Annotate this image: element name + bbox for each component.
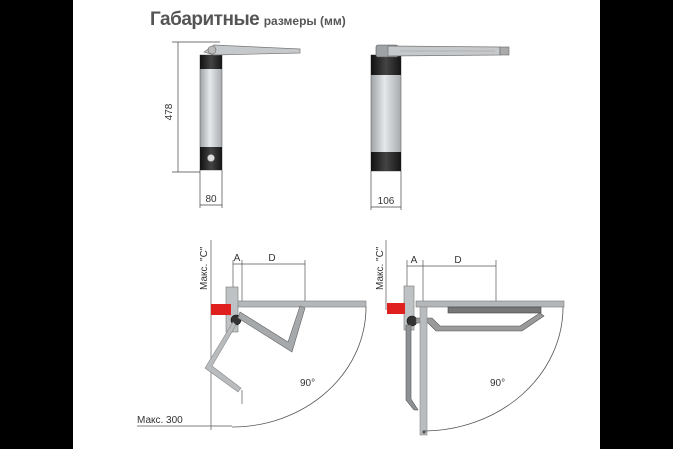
label-d-left: D — [268, 253, 275, 264]
swing-arc-left — [231, 306, 367, 428]
width-label: 80 — [205, 194, 217, 205]
max-300-label: Макс. 300 — [137, 415, 183, 426]
angle-right: 90° — [490, 378, 505, 389]
drawing-sheet — [73, 0, 600, 449]
page-title: Габаритные размеры (мм) — [150, 9, 346, 31]
gate-open-right — [419, 306, 428, 436]
actuator-top-cap — [200, 55, 222, 69]
arm-open — [204, 321, 242, 393]
arm-closed-right — [415, 312, 545, 332]
lock-icon — [207, 154, 215, 162]
label-a-right: A — [411, 255, 418, 266]
side-view: 106 — [370, 44, 510, 210]
red-mount-right — [387, 303, 405, 314]
label-d-right: D — [454, 255, 461, 266]
max-c-left: Макс. "C" — [199, 246, 210, 290]
gate-leaf — [231, 300, 367, 308]
install-diagram-left: A D Макс. "C" 90° Макс. 300 — [137, 240, 367, 430]
label-a-left: A — [234, 253, 241, 264]
max-c-right: Макс. "C" — [375, 246, 386, 290]
swing-arc-right — [423, 306, 564, 432]
side-width-label: 106 — [378, 196, 395, 207]
front-view: 478 80 — [164, 41, 301, 208]
actuator-arm — [203, 44, 301, 56]
red-mount — [211, 304, 231, 315]
title-main: Габаритные — [150, 9, 260, 30]
angle-left: 90° — [300, 378, 315, 389]
arm-closed — [237, 305, 306, 353]
title-sub: размеры (мм) — [263, 14, 346, 28]
gate-leaf-right — [415, 300, 565, 308]
install-diagram-right: A D Макс. "C" 90° — [375, 240, 565, 436]
height-label: 478 — [164, 103, 175, 120]
